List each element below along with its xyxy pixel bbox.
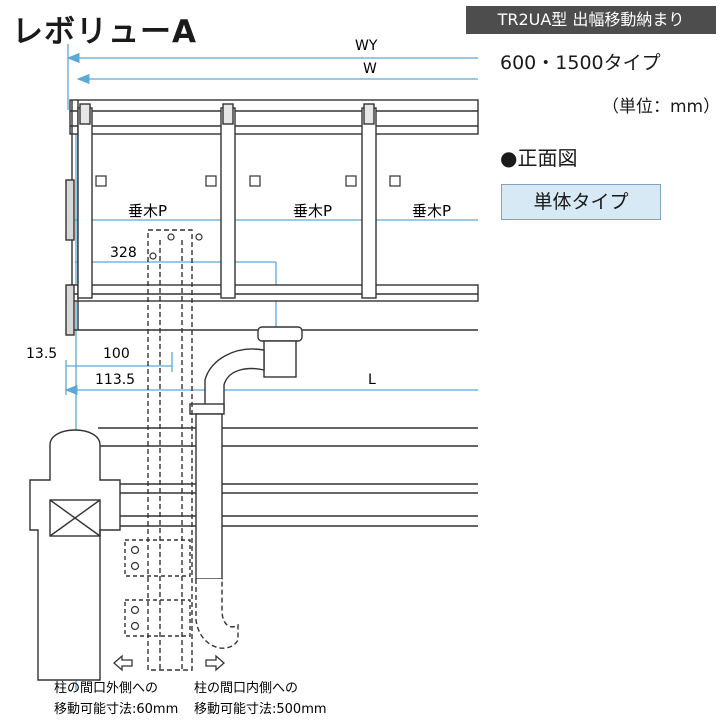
rafters [77,103,377,299]
inner-note-line2: 移動可能寸法:500mm [194,702,327,717]
move-arrows [113,654,225,672]
inner-arrow-icon [205,654,225,672]
rafter-pitch-label-1: 垂木P [128,202,167,220]
product-title: レボリューA [12,14,197,50]
clips [95,175,401,187]
inner-note-line1: 柱の間口内側への [194,680,298,696]
rafter-2 [220,107,236,299]
rafter-pitch-label-2: 垂木P [293,202,332,220]
view-title: ●正面図 [500,146,578,170]
variant-badge: 単体タイプ [501,184,661,220]
post-column [29,229,193,681]
beams [98,427,478,527]
l-label: L [368,372,376,388]
rafter-3 [361,107,377,299]
bolts [130,233,203,631]
d100-label: 100 [103,346,130,362]
outer-note-line1: 柱の間口外側への [54,681,158,696]
drain-pipe [189,326,303,649]
outer-arrow-icon [113,654,133,672]
d13-5-label: 13.5 [26,346,57,362]
model-badge: TR2UA型 出幅移動納まり [466,6,716,34]
w-label: W [363,61,377,77]
dimension-lines [64,44,478,690]
outer-note-line2: 移動可能寸法:60mm [54,702,178,717]
wy-label: WY [355,38,378,54]
rafter-pitch-label-3: 垂木P [412,202,451,220]
type-label: 600・1500タイプ [500,52,661,74]
rafter-1 [77,107,93,299]
d328-label: 328 [110,245,137,261]
unit-label: （単位：mm） [602,97,720,117]
d113-5-label: 113.5 [95,372,135,388]
